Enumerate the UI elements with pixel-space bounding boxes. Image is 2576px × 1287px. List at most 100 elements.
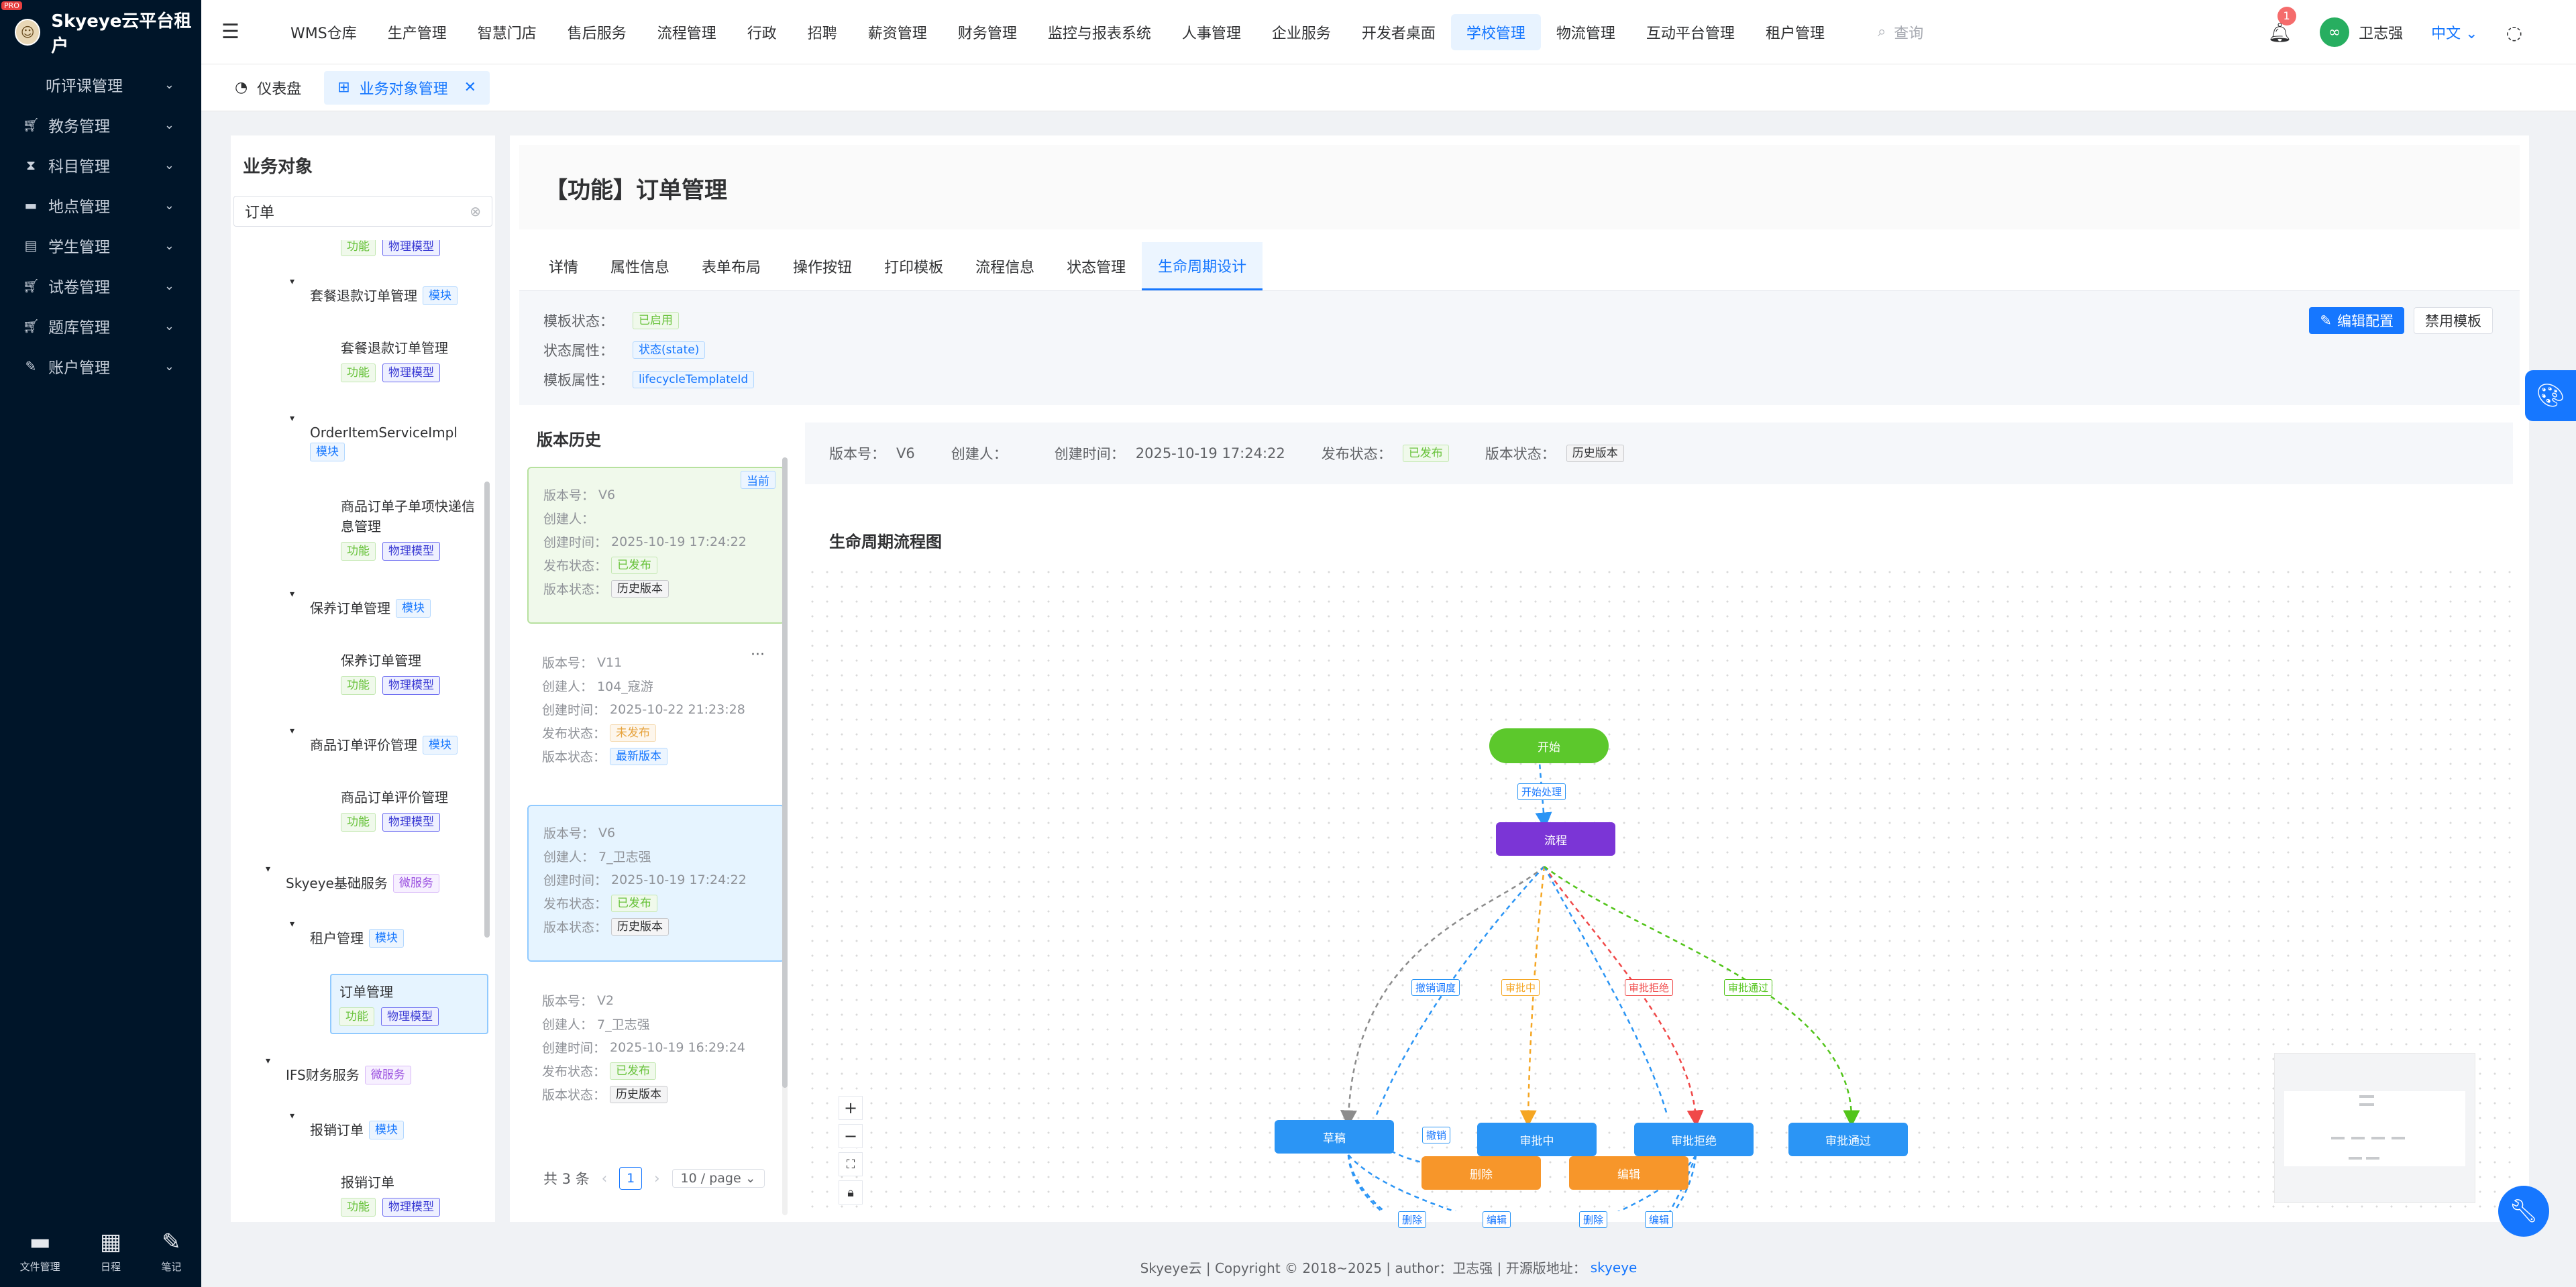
lifecycle-flow-canvas[interactable]: 开始 流程 草稿 审批中 审批拒绝 审批通过 删除 开始处理 撤销调度 审批中 …	[805, 565, 2513, 1228]
publish-badge: 已发布	[611, 894, 658, 912]
disable-template-button[interactable]: 禁用模板	[2414, 307, 2493, 334]
nav-item[interactable]: 企业服务	[1271, 25, 1331, 42]
search-icon: ⌕	[1877, 23, 1886, 40]
edit-config-button[interactable]: ✎ 编辑配置	[2309, 307, 2404, 334]
tab-print-template[interactable]: 打印模板	[884, 260, 944, 276]
close-icon[interactable]: ✕	[464, 79, 477, 96]
tab-lifecycle-design[interactable]: 生命周期设计	[1142, 242, 1263, 290]
sidebar-item-location[interactable]: ▬ 地点管理 ⌄	[0, 185, 201, 225]
top-search[interactable]: ⌕ 查询	[1878, 21, 1923, 43]
tab-business-object[interactable]: ⊞ 业务对象管理 ✕	[324, 70, 490, 105]
more-icon[interactable]: ···	[751, 647, 765, 663]
sidebar-item-question-bank[interactable]: 🛒︎ 题库管理 ⌄	[0, 306, 201, 346]
tree-leaf-card[interactable]: 商品订单子单项快递信息管理 功能物理模型	[333, 490, 491, 567]
sidebar-item-academic[interactable]: 🛒︎ 教务管理 ⌄	[0, 105, 201, 145]
flow-minimap[interactable]	[2274, 1053, 2475, 1203]
version-scrollbar[interactable]	[782, 457, 788, 1215]
theme-palette-button[interactable]: 🎨︎	[2525, 370, 2576, 421]
flow-node-deleted[interactable]: 删除	[1421, 1156, 1541, 1190]
user-menu[interactable]: ∞ 卫志强	[2320, 17, 2403, 47]
nav-item[interactable]: 招聘	[807, 25, 837, 42]
tab-action-buttons[interactable]: 操作按钮	[793, 260, 853, 276]
nav-item[interactable]: 租户管理	[1765, 25, 1825, 42]
nav-item[interactable]: 行政	[747, 25, 777, 42]
chevron-right-icon[interactable]: ›	[654, 1170, 660, 1186]
version-card[interactable]: ··· 版本号：V11 创建人：104_寇游 创建时间：2025-10-22 2…	[527, 636, 785, 793]
field-label: 创建时间：	[543, 535, 608, 550]
sidebar-item-exam[interactable]: 🛒︎ 试卷管理 ⌄	[0, 266, 201, 306]
field-label: 创建人：	[951, 446, 1008, 462]
tree-leaf-card[interactable]: 保养订单管理 功能物理模型	[333, 644, 491, 702]
page-number[interactable]: 1	[619, 1167, 643, 1190]
nav-item[interactable]: 开发者桌面	[1361, 25, 1436, 42]
tool-button[interactable]: 🔧︎	[2498, 1186, 2549, 1237]
nav-item[interactable]: 生产管理	[387, 25, 447, 42]
bottom-label: 笔记	[161, 1261, 182, 1273]
version-history-title: 版本历史	[537, 431, 601, 449]
tree-leaf-card[interactable]: 功能物理模型	[333, 240, 491, 263]
tree-leaf-card[interactable]: 套餐退款订单管理 功能物理模型	[333, 331, 491, 389]
tree-scrollbar[interactable]	[484, 482, 490, 938]
nav-item[interactable]: 互动平台管理	[1646, 25, 1735, 42]
sidebar-item-label: 听评课管理	[46, 78, 123, 95]
tab-dashboard[interactable]: ◔ 仪表盘	[221, 71, 315, 105]
dashboard-icon: ◔	[235, 79, 248, 96]
message-icon[interactable]: ◌	[2506, 21, 2522, 44]
flow-node-rejected[interactable]: 审批拒绝	[1634, 1123, 1754, 1156]
tab-attributes[interactable]: 属性信息	[610, 260, 670, 276]
nav-item[interactable]: 物流管理	[1556, 25, 1615, 42]
sidebar-item-subject[interactable]: ⧗ 科目管理 ⌄	[0, 145, 201, 185]
app-header[interactable]: PRO ☺ Skyeye云平台租户	[0, 0, 201, 64]
file-manager-button[interactable]: ▬ 文件管理	[20, 1230, 60, 1274]
caret-down-icon: ▾	[290, 726, 295, 736]
sidebar-item-account[interactable]: ✎ 账户管理 ⌄	[0, 346, 201, 386]
sidebar-item-label: 教务管理	[48, 118, 110, 135]
nav-item[interactable]: 人事管理	[1181, 25, 1241, 42]
nav-item[interactable]: WMS仓库	[290, 25, 357, 42]
language-select[interactable]: 中文 ⌄	[2431, 21, 2477, 43]
tree-leaf-card-selected[interactable]: 订单管理 功能物理模型	[330, 974, 488, 1034]
version-card[interactable]: 版本号：V2 创建人：7_卫志强 创建时间：2025-10-19 16:29:2…	[527, 974, 785, 1131]
flow-node-edit[interactable]: 编辑	[1569, 1156, 1688, 1190]
flow-node-approved[interactable]: 审批通过	[1788, 1123, 1908, 1156]
sidebar-item-student[interactable]: ▤ 学生管理 ⌄	[0, 225, 201, 266]
tab-form-layout[interactable]: 表单布局	[702, 260, 761, 276]
flow-node-reviewing[interactable]: 审批中	[1477, 1123, 1597, 1156]
zoom-out-button[interactable]: −	[839, 1124, 863, 1148]
schedule-button[interactable]: ▦ 日程	[100, 1230, 121, 1274]
nav-item[interactable]: 售后服务	[567, 25, 627, 42]
page-size-select[interactable]: 10 / page ⌄	[672, 1169, 765, 1188]
tree-leaf-card[interactable]: 商品订单评价管理 功能物理模型	[333, 781, 491, 838]
tab-state-management[interactable]: 状态管理	[1067, 260, 1126, 276]
nav-item[interactable]: 流程管理	[657, 25, 716, 42]
flow-node-draft[interactable]: 草稿	[1275, 1120, 1394, 1154]
chevron-left-icon[interactable]: ‹	[601, 1170, 608, 1186]
fit-view-button[interactable]: ⛶	[839, 1152, 863, 1176]
tag-module: 模块	[423, 736, 458, 754]
flow-node-process[interactable]: 流程	[1496, 822, 1615, 856]
object-search-input[interactable]: 订单 ⊗	[233, 196, 492, 227]
tab-detail[interactable]: 详情	[549, 260, 579, 276]
clear-icon[interactable]: ⊗	[470, 203, 481, 219]
nav-item[interactable]: 财务管理	[957, 25, 1017, 42]
node-label: 审批中	[1519, 1134, 1554, 1148]
notification-button[interactable]: 🔔︎ 1	[2268, 6, 2296, 44]
nav-item[interactable]: 监控与报表系统	[1047, 25, 1151, 42]
menu-toggle-icon[interactable]: ☰	[221, 20, 239, 44]
notes-button[interactable]: ✎ 笔记	[161, 1230, 181, 1274]
tag-phys: 物理模型	[381, 1007, 439, 1026]
zoom-in-button[interactable]: +	[839, 1096, 863, 1120]
tab-process-info[interactable]: 流程信息	[975, 260, 1035, 276]
version-card-current[interactable]: 当前 版本号：V6 创建人： 创建时间：2025-10-19 17:24:22 …	[527, 467, 785, 624]
tree-leaf-card[interactable]: 报销订单 功能物理模型	[333, 1166, 491, 1222]
caret-down-icon: ▾	[290, 276, 295, 287]
footer-link[interactable]: skyeye	[1590, 1259, 1638, 1276]
lock-icon[interactable]: 🔒︎	[839, 1180, 863, 1205]
version-card-selected[interactable]: 版本号：V6 创建人：7_卫志强 创建时间：2025-10-19 17:24:2…	[527, 805, 785, 962]
version-number: V6	[598, 487, 616, 502]
nav-item-active[interactable]: 学校管理	[1450, 13, 1541, 50]
nav-item[interactable]: 薪资管理	[867, 25, 927, 42]
flow-node-start[interactable]: 开始	[1489, 728, 1609, 763]
nav-item[interactable]: 智慧门店	[477, 25, 537, 42]
sidebar-item-lecture[interactable]: 听评课管理 ⌄	[0, 64, 201, 105]
